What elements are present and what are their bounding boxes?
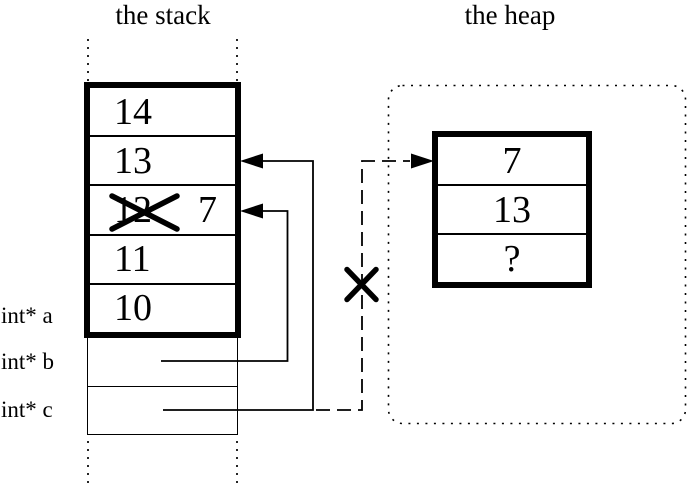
stack-cell-value: 14 bbox=[114, 90, 152, 133]
stack-cell: 13 bbox=[90, 135, 235, 184]
pointer-c-arrowhead-icon bbox=[240, 153, 263, 169]
pointer-label-a: int* a bbox=[1, 303, 53, 328]
stack-cell-new-value: 7 bbox=[198, 189, 217, 231]
stack-cell: 11 bbox=[90, 233, 235, 283]
stack-title: the stack bbox=[115, 0, 211, 30]
pointer-cells bbox=[87, 338, 238, 435]
heap-box: 7 13 ? bbox=[432, 131, 592, 288]
stack-cell: 14 bbox=[90, 88, 235, 135]
heap-cell-value: 13 bbox=[493, 188, 531, 231]
heap-cell-value: 7 bbox=[502, 139, 522, 182]
broken-link-x-icon bbox=[344, 266, 379, 303]
pointer-label-c: int* c bbox=[1, 397, 53, 422]
heap-cell-value: ? bbox=[503, 237, 521, 280]
heap-arrowhead-icon bbox=[411, 153, 434, 169]
stack-box: 14 13 12 7 11 10 bbox=[84, 82, 241, 338]
heap-title: the heap bbox=[464, 0, 556, 30]
pointer-cell-b bbox=[88, 338, 237, 386]
pointer-label-b: int* b bbox=[1, 349, 55, 374]
heap-cell: 7 bbox=[438, 137, 586, 184]
stack-cell-value: 10 bbox=[114, 287, 152, 330]
pointer-b-arrowhead-icon bbox=[240, 203, 263, 219]
dangling-heap-dashed-line bbox=[316, 160, 410, 411]
stack-cell-overwritten: 12 7 bbox=[90, 184, 235, 233]
pointer-cell-c bbox=[88, 385, 237, 435]
heap-cell: ? bbox=[438, 233, 586, 282]
stack-cell-old-value: 12 bbox=[114, 189, 152, 231]
stack-cell-value: 11 bbox=[114, 238, 151, 281]
stack-cell-value: 13 bbox=[114, 139, 152, 182]
stack-cell: 10 bbox=[90, 282, 235, 332]
heap-cell: 13 bbox=[438, 184, 586, 233]
